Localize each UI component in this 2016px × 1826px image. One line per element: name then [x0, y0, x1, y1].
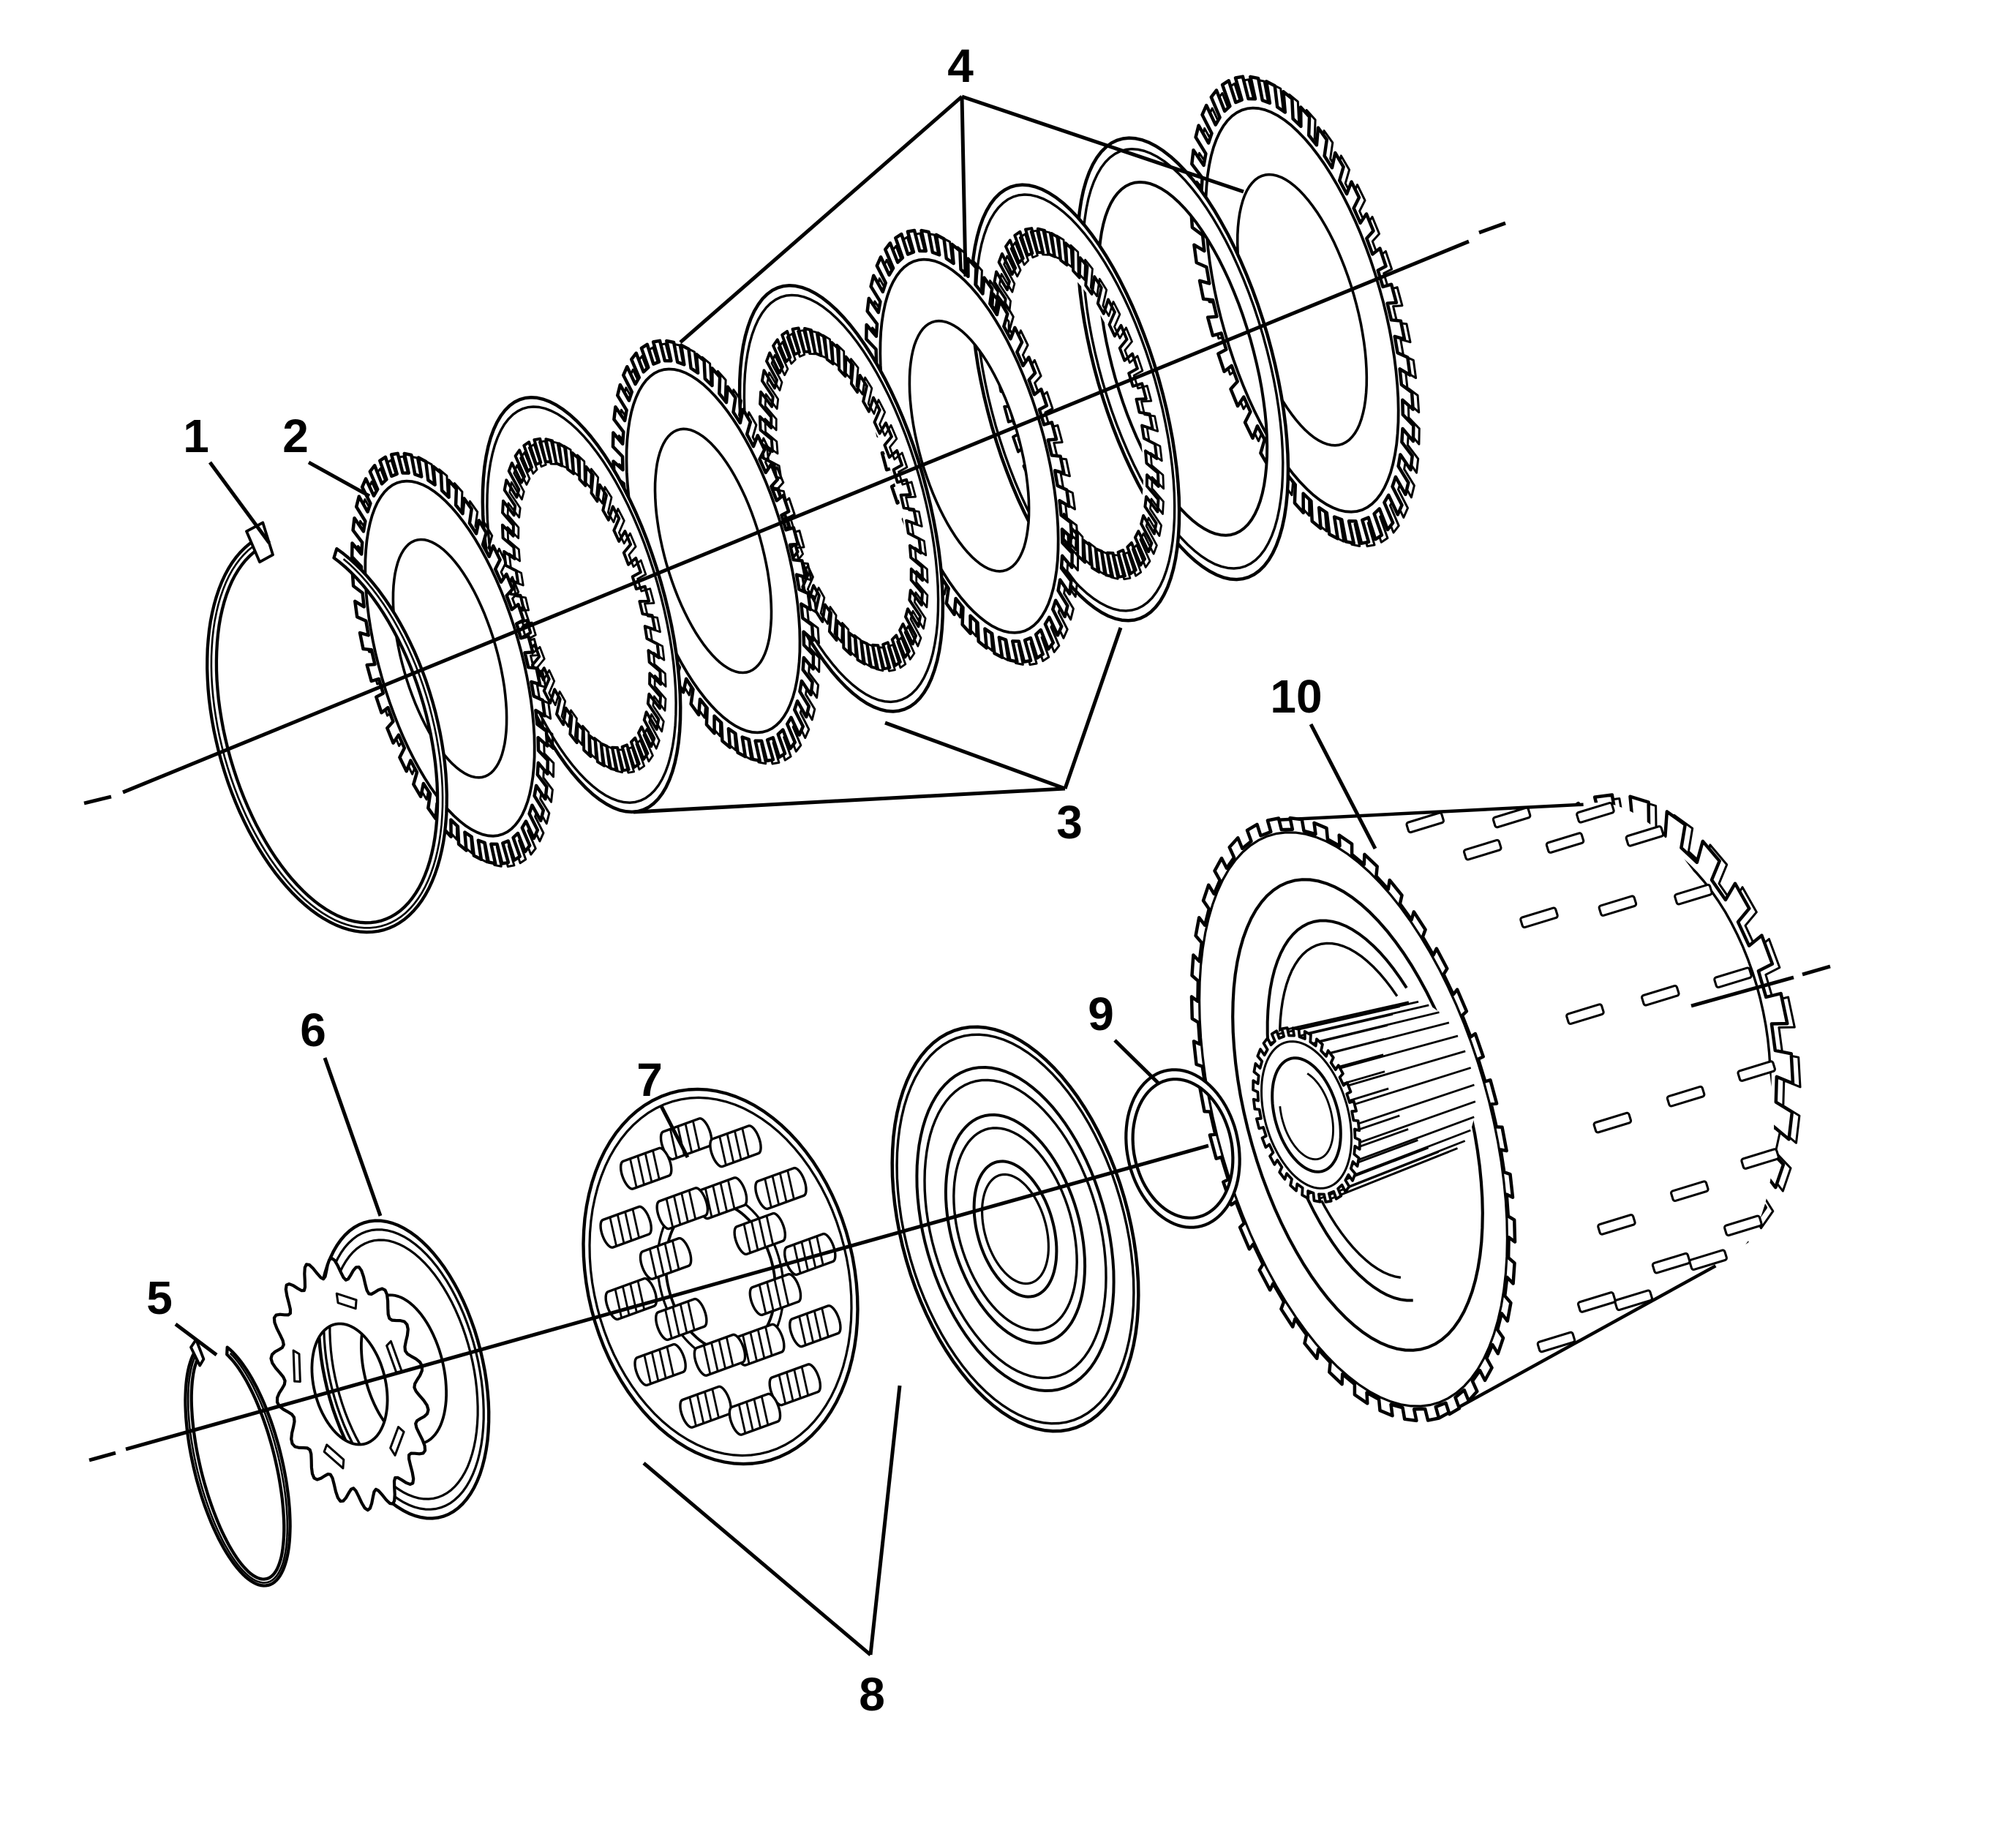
lower-axis [125, 1143, 1209, 1451]
steel-plate-outer [1189, 75, 1421, 548]
callout-7-leader [659, 1105, 690, 1159]
callout-3-leader [633, 786, 1066, 814]
callout-9-leader [1113, 1039, 1161, 1086]
coil-spring [748, 1273, 802, 1317]
spring-assembly-7 [582, 1087, 860, 1466]
coil-spring [754, 1166, 808, 1211]
callout-4-leader [961, 94, 1244, 194]
upper-axis [83, 794, 112, 805]
coil-spring [639, 1236, 693, 1280]
clutch-piston-8 [890, 1025, 1140, 1433]
callout-5-leader [174, 1323, 218, 1356]
waved-plate-2 [350, 451, 555, 868]
coil-spring [679, 1385, 732, 1429]
callout-7-label: 7 [636, 1053, 663, 1106]
center-lines [83, 221, 1831, 1462]
upper-axis [1478, 221, 1506, 235]
callout-8-label: 8 [859, 1668, 885, 1721]
spring-retainer-6 [269, 1219, 491, 1520]
lower-axis [1802, 964, 1831, 977]
callout-3-label: 3 [1056, 796, 1083, 849]
lower-axis [1690, 975, 1794, 1008]
coil-spring [633, 1342, 687, 1387]
coil-spring [655, 1187, 710, 1231]
callouts: 1 2 3 4 5 6 7 8 9 10 [146, 40, 1377, 1721]
coil-spring [655, 1297, 708, 1342]
clutch-drum-10 [1189, 793, 1802, 1423]
callout-4-leader [679, 95, 963, 344]
callout-5-label: 5 [146, 1271, 173, 1324]
coil-spring [599, 1205, 652, 1249]
snap-ring-5 [184, 1338, 292, 1588]
coil-spring [728, 1392, 782, 1436]
callout-8-leader [642, 1462, 872, 1656]
callout-6-leader [323, 1057, 383, 1217]
callout-2-label: 2 [282, 410, 309, 462]
callout-10-label: 10 [1270, 670, 1322, 723]
callout-9-label: 9 [1088, 988, 1114, 1040]
coil-spring [789, 1304, 842, 1348]
callout-1-label: 1 [183, 410, 209, 462]
coil-spring [693, 1333, 747, 1377]
coil-spring [604, 1277, 658, 1321]
callout-3-leader [884, 721, 1066, 791]
upper-clutch-pack [206, 75, 1421, 934]
callout-4-leader [960, 96, 968, 277]
coil-spring [733, 1211, 786, 1256]
callout-10-leader [1309, 723, 1377, 850]
lower-axis [89, 1451, 116, 1462]
callout-3-leader [1063, 627, 1123, 789]
callout-6-label: 6 [300, 1004, 326, 1056]
o-ring-seal-9 [1124, 1068, 1241, 1229]
upper-axis [122, 239, 1470, 794]
coil-spring [619, 1146, 673, 1190]
coil-spring [709, 1124, 762, 1168]
callout-2-leader [307, 460, 371, 498]
callout-8-leader [868, 1385, 902, 1656]
coil-spring [783, 1232, 837, 1277]
callout-1-leader [208, 461, 271, 544]
lower-clutch-assembly [184, 793, 1802, 1588]
callout-4-label: 4 [947, 40, 974, 92]
coil-spring [768, 1363, 822, 1407]
